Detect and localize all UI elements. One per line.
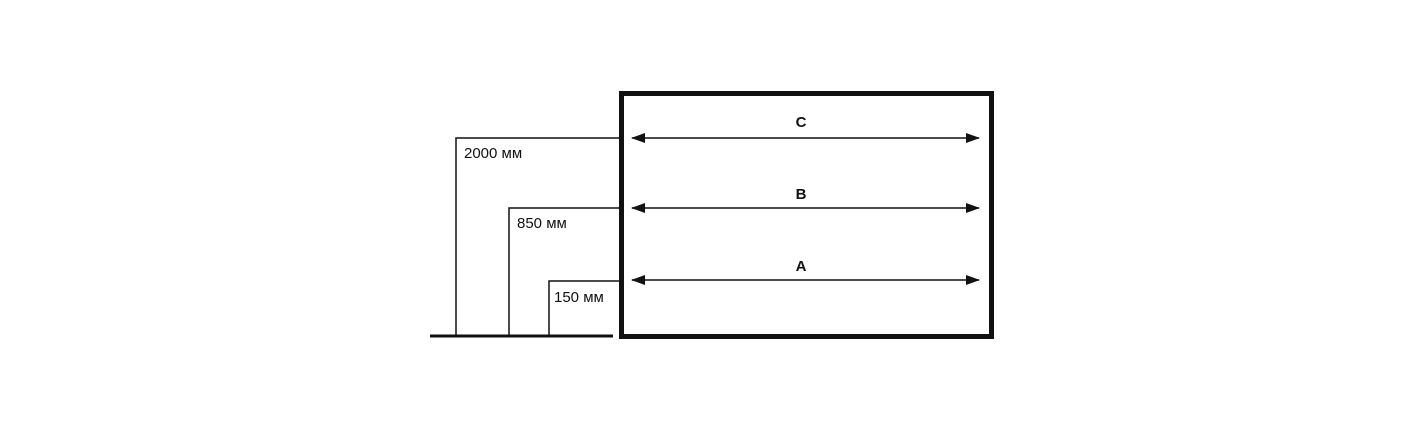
line-label-a: A [796,258,807,275]
line-label-b: B [796,186,807,203]
height-label-150: 150 мм [554,289,604,306]
height-bracket-2000 [455,137,620,336]
frame-box [619,91,994,339]
height-label-850: 850 мм [517,215,567,232]
height-bracket-150 [548,280,620,336]
height-bracket-850 [508,207,620,336]
height-label-2000: 2000 мм [464,145,522,162]
line-label-c: C [796,114,807,131]
